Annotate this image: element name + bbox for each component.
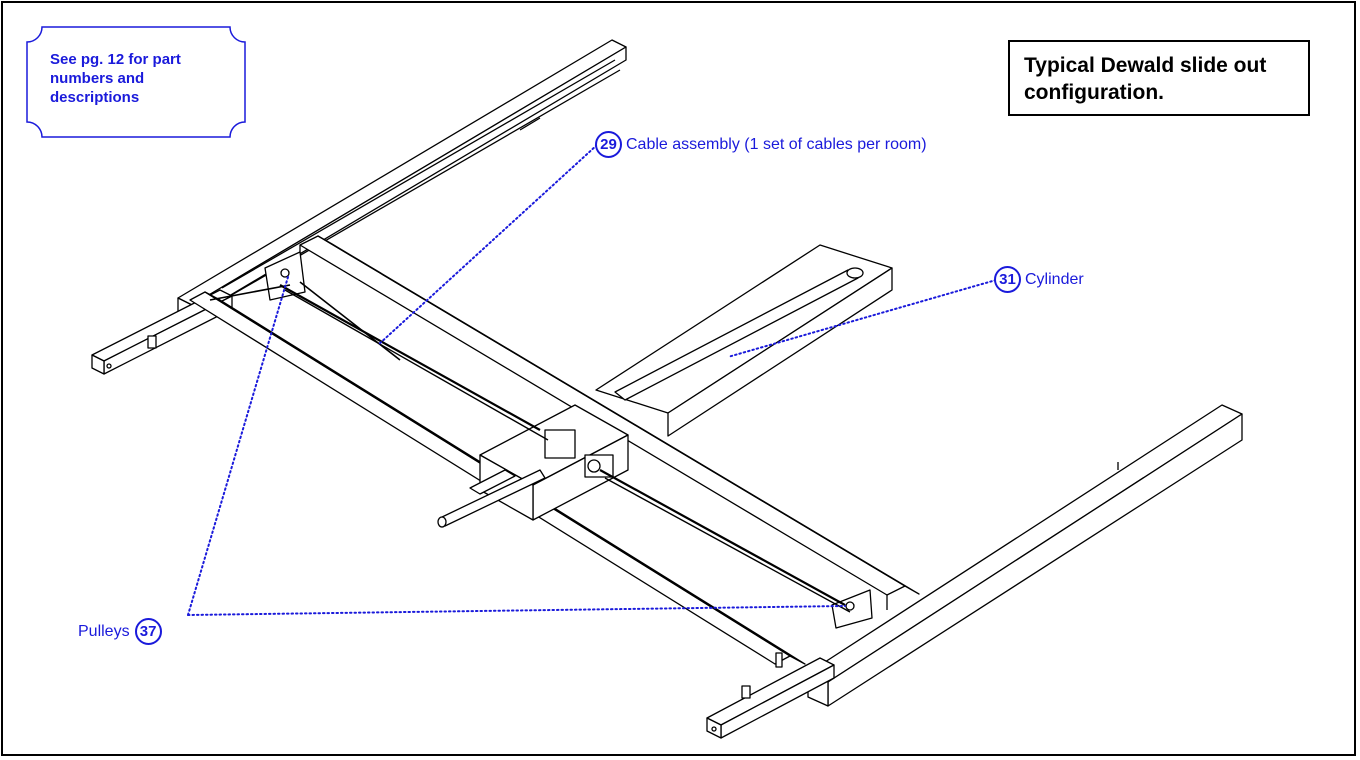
title-text: Typical Dewald slide out configuration. [1024,54,1267,104]
note-box-outline [26,26,246,138]
leader-31 [727,279,997,358]
leader-37-left [187,276,289,616]
callout-37-label: Pulleys [78,622,130,640]
callout-31-number: 31 [994,266,1021,293]
callout-29: 29 Cable assembly (1 set of cables per r… [595,131,927,158]
leader-37-right [187,605,846,616]
callout-37: Pulleys 37 [78,618,162,645]
callout-29-number: 29 [595,131,622,158]
title-box: Typical Dewald slide out configuration. [1008,40,1310,116]
callout-37-number: 37 [134,618,162,645]
leader-29 [377,144,598,346]
callout-31-label: Cylinder [1025,270,1084,288]
front-rail [807,404,1243,683]
callout-29-label: Cable assembly (1 set of cables per room… [626,135,927,153]
callout-31: 31 Cylinder [994,266,1084,293]
note-text: See pg. 12 for part numbers and descript… [50,51,181,106]
